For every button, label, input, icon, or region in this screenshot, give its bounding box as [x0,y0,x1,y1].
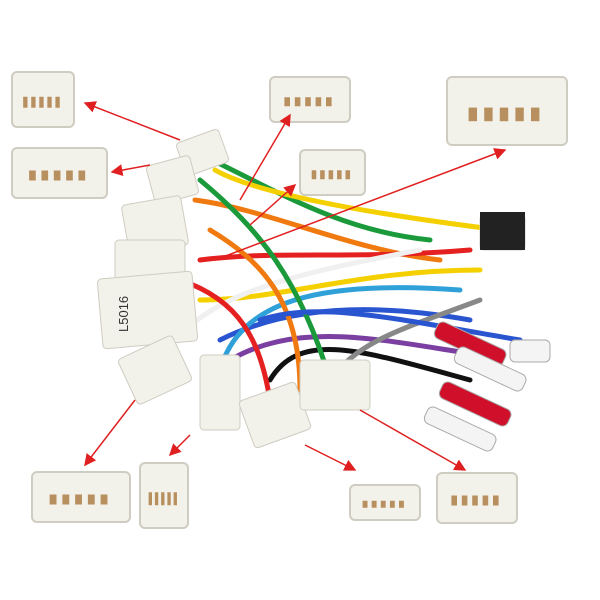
harness-connectors [96,128,551,452]
pin [531,107,540,122]
pin [39,96,44,108]
pin [315,97,322,107]
black-connector [480,212,525,250]
red-arrow [168,434,191,457]
pin [29,170,36,181]
wire [217,285,463,373]
connector [96,270,199,350]
pin [55,96,60,108]
pin [484,107,493,122]
pin [320,170,325,180]
rca-plug [509,339,551,363]
rca-plug [438,381,512,427]
pin [100,494,108,505]
pin [362,500,368,508]
pin [380,500,386,508]
pin [148,492,152,506]
wire [197,247,473,263]
pin [173,492,177,506]
red-arrow [359,409,467,471]
connector-closeups [11,71,568,529]
wire [177,277,273,403]
pin [53,170,61,181]
pin [161,492,165,506]
pin [31,96,36,108]
pin [499,107,509,122]
connector [199,354,241,431]
pin [326,97,332,107]
pin [371,500,377,508]
red-arrow [249,184,297,226]
wire [257,309,523,343]
pin [311,170,317,180]
wire [212,167,503,233]
pin [294,97,301,107]
pin [41,170,49,181]
pin [482,495,489,506]
red-arrow [83,101,181,141]
pin [87,494,95,505]
pin [515,107,524,122]
pointer-arrows [83,101,507,471]
wire [197,177,333,383]
wire [267,347,473,383]
rca-plug [423,406,497,452]
pin [66,170,73,181]
pin [305,97,311,107]
pin [328,170,334,180]
pin [75,494,82,505]
pin [167,492,171,506]
red-arrow [214,148,507,261]
pin [472,495,478,506]
red-arrow [239,113,291,201]
pin [468,107,477,122]
pin [49,494,57,505]
connector [118,335,192,405]
pin [461,495,468,506]
pin [78,170,86,181]
pin [345,170,351,180]
pin [399,500,404,508]
pin [154,492,159,506]
red-arrow [304,444,357,471]
pin [493,495,499,506]
pin [337,170,342,180]
pin [47,96,52,108]
wire-bundle [157,147,523,403]
wire [157,247,423,363]
red-arrow [84,399,136,467]
connector-label: L5016 [116,296,131,332]
rca-plug [453,346,527,392]
pin [62,494,70,505]
pin [389,500,395,508]
red-arrow [110,164,151,176]
connector [299,359,371,411]
wire [207,227,303,393]
pin [451,495,457,506]
pin [284,97,290,107]
pin [23,96,28,108]
